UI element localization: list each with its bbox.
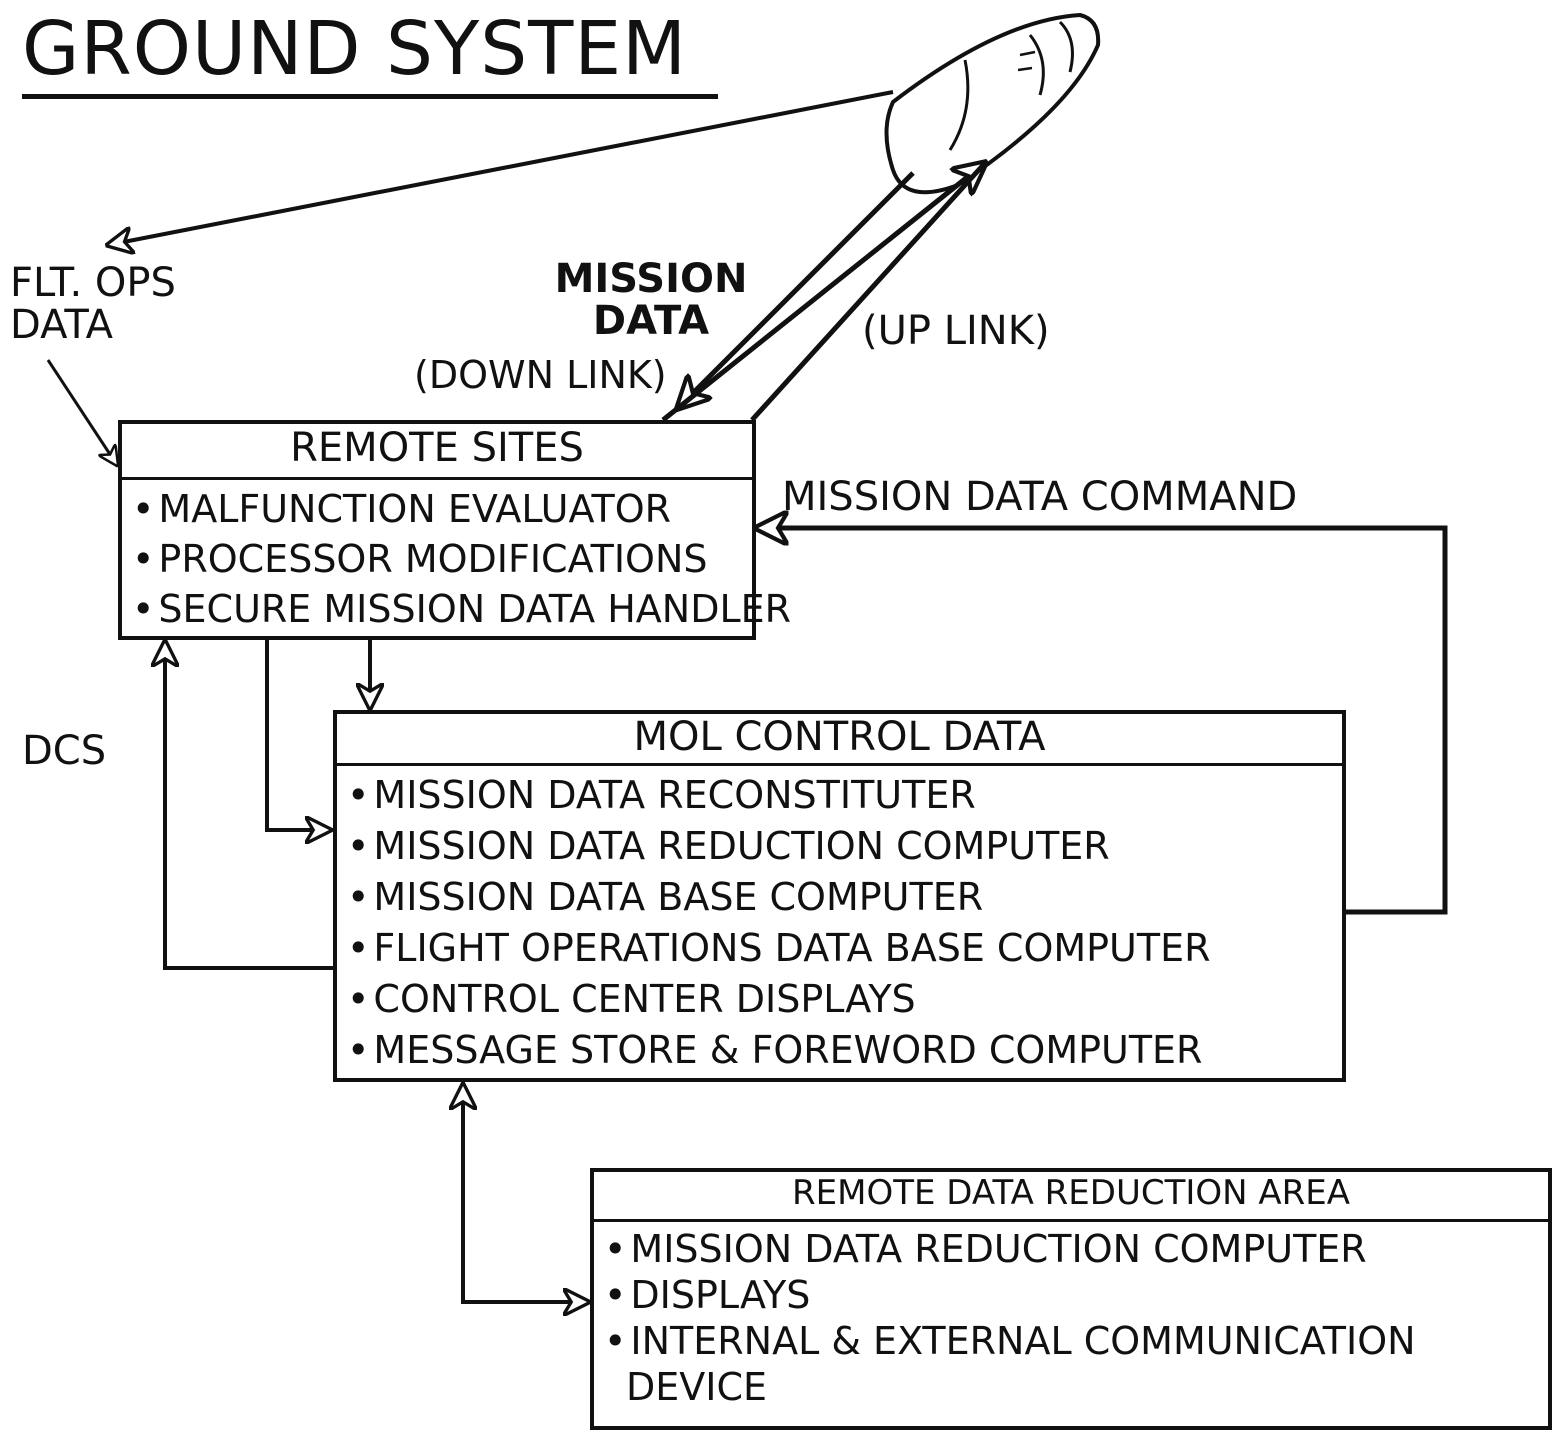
remote-sites-box: REMOTE SITES MALFUNCTION EVALUATOR PROCE… — [118, 420, 791, 640]
list-item: MESSAGE STORE & FOREWORD COMPUTER — [347, 1025, 1342, 1076]
flt-ops-downlink-arrow — [108, 90, 894, 245]
mission-data-command-arrow — [757, 528, 1448, 915]
mol-to-remote-reduction-arrow — [463, 1085, 588, 1302]
mission-data-label-line1: MISSION — [554, 256, 748, 302]
list-item: CONTROL CENTER DISPLAYS — [347, 974, 1342, 1025]
up-link-arrow — [661, 163, 985, 422]
list-item-continuation: DEVICE — [626, 1365, 768, 1409]
flt-ops-label: FLT. OPS DATA — [10, 262, 176, 346]
mol-control-data-list: MISSION DATA RECONSTITUTER MISSION DATA … — [337, 766, 1342, 1076]
list-item: FLIGHT OPERATIONS DATA BASE COMPUTER — [347, 923, 1342, 974]
list-item: SECURE MISSION DATA HANDLER — [132, 584, 791, 634]
list-item: PROCESSOR MODIFICATIONS — [132, 534, 752, 584]
remote-data-reduction-area-box: REMOTE DATA REDUCTION AREA MISSION DATA … — [590, 1168, 1552, 1430]
up-link-label: (UP LINK) — [862, 308, 1050, 354]
up-link-stub — [750, 161, 987, 422]
down-link-arrow — [678, 171, 915, 408]
flt-ops-label-line1: FLT. OPS — [10, 260, 176, 306]
list-item: MISSION DATA REDUCTION COMPUTER — [604, 1226, 1548, 1272]
flt-ops-to-remote-sites-arrow — [46, 359, 117, 465]
remote-data-reduction-area-list: MISSION DATA REDUCTION COMPUTER DISPLAYS… — [594, 1222, 1548, 1410]
spacecraft-icon — [884, 13, 1101, 195]
list-item: DISPLAYS — [604, 1272, 1548, 1318]
remote-data-reduction-area-header: REMOTE DATA REDUCTION AREA — [594, 1172, 1548, 1222]
dcs-arrow — [165, 642, 336, 970]
mission-data-label: MISSION DATA — [526, 258, 776, 342]
mol-control-data-box: MOL CONTROL DATA MISSION DATA RECONSTITU… — [333, 710, 1346, 1082]
mission-data-command-label: MISSION DATA COMMAND — [782, 474, 1298, 520]
down-link-label: (DOWN LINK) — [414, 353, 667, 397]
diagram-title: GROUND SYSTEM — [22, 6, 687, 92]
list-item: MISSION DATA REDUCTION COMPUTER — [347, 821, 1342, 872]
mol-control-data-header: MOL CONTROL DATA — [337, 714, 1342, 766]
title-underline — [22, 94, 718, 99]
remote-sites-elbow-arrow — [265, 638, 330, 830]
list-item: MISSION DATA BASE COMPUTER — [347, 872, 1342, 923]
remote-sites-header: REMOTE SITES — [122, 424, 752, 480]
list-item: INTERNAL & EXTERNAL COMMUNICATION — [604, 1318, 1548, 1364]
list-item: MISSION DATA RECONSTITUTER — [347, 770, 1342, 821]
remote-sites-list: MALFUNCTION EVALUATOR PROCESSOR MODIFICA… — [122, 480, 791, 634]
dcs-label: DCS — [22, 728, 107, 774]
list-item: MALFUNCTION EVALUATOR — [132, 484, 752, 534]
flt-ops-label-line2: DATA — [10, 302, 114, 348]
mission-data-label-line2: DATA — [592, 298, 710, 344]
